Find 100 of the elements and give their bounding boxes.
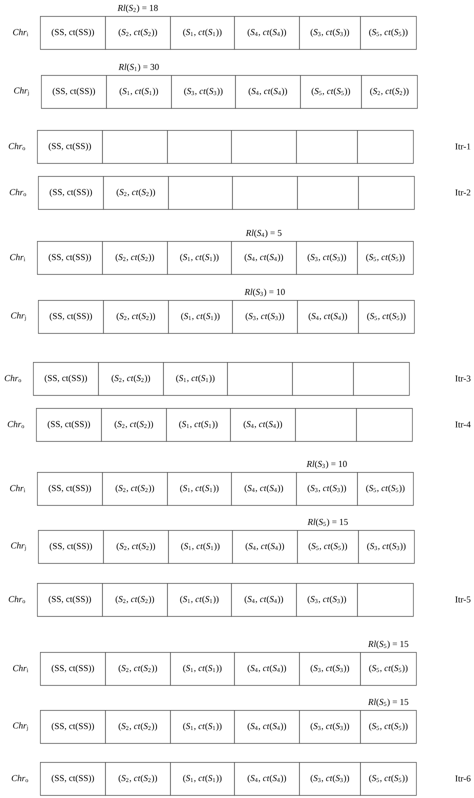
iteration-label: Itr-2 — [455, 189, 470, 196]
cell: (SS, ct(SS)) — [38, 176, 104, 210]
cell: (SS, ct(SS)) — [40, 652, 106, 686]
row-label: Chr$_{j}$ — [14, 87, 29, 96]
empty-cell — [232, 176, 298, 210]
cell: (SS, ct(SS)) — [37, 241, 103, 275]
iteration-label: Itr-3 — [455, 375, 470, 382]
cell: (S$_{2}$, ct(S$_{2}$)) — [102, 583, 168, 617]
row-label: Chr$_{o}$ — [8, 142, 26, 150]
cell: (S$_{3}$, ct(S$_{3}$)) — [296, 241, 358, 275]
cell: (S$_{5}$, ct(S$_{5}$)) — [360, 710, 417, 744]
cell: (S$_{4}$, ct(S$_{4}$)) — [234, 16, 300, 50]
cell: (S$_{1}$, ct(S$_{1}$)) — [167, 583, 232, 617]
cell: (S$_{1}$, ct(S$_{1}$)) — [167, 241, 232, 275]
cell: (S$_{4}$, ct(S$_{4}$)) — [297, 300, 359, 334]
row-label: Chr$_{j}$ — [11, 542, 26, 551]
row-label: Chr$_{o}$ — [12, 774, 28, 782]
cell: (S$_{2}$, ct(S$_{2}$)) — [102, 472, 168, 506]
empty-cell — [353, 362, 410, 396]
empty-cell — [295, 408, 357, 442]
row-label: Chr$_{j}$ — [13, 722, 28, 731]
cell: (S$_{5}$, ct(S$_{5}$)) — [360, 16, 417, 50]
row-label: Chr$_{o}$ — [10, 188, 26, 196]
cell: (S$_{2}$, ct(S$_{2}$)) — [103, 300, 169, 334]
empty-cell — [292, 362, 354, 396]
cell: (S$_{2}$, ct(S$_{2}$)) — [103, 530, 169, 564]
cell: (S$_{2}$, ct(S$_{2}$)) — [105, 16, 171, 50]
row-label: Chr$_{i}$ — [13, 28, 28, 36]
annotation: Rl(S$_{1}$) = 30 — [118, 64, 159, 72]
iteration-label: Itr-4 — [455, 421, 471, 428]
annotation: Rl(S$_{5}$) = 15 — [308, 518, 348, 527]
cell: (SS, ct(SS)) — [40, 710, 106, 744]
empty-cell — [358, 176, 415, 210]
cell: (S$_{5}$, ct(S$_{5}$)) — [358, 300, 415, 334]
row-label: Chr$_{o}$ — [4, 374, 22, 382]
annotation: Rl(S$_{3}$) = 10 — [244, 288, 285, 297]
cell: (S$_{1}$, ct(S$_{1}$)) — [170, 762, 235, 796]
cell: (S$_{3}$, ct(S$_{3}$)) — [171, 75, 236, 109]
cell: (S$_{3}$, ct(S$_{3}$)) — [299, 652, 361, 686]
empty-cell — [356, 408, 413, 442]
cell: (S$_{4}$, ct(S$_{4}$)) — [234, 710, 300, 744]
row-label: Chr$_{o}$ — [8, 596, 26, 604]
cell: (S$_{4}$, ct(S$_{4}$)) — [231, 583, 297, 617]
empty-cell — [297, 176, 359, 210]
cell: (S$_{2}$, ct(S$_{2}$)) — [102, 241, 168, 275]
annotation: Rl(S$_{5}$) = 15 — [368, 640, 408, 649]
cell: (S$_{2}$, ct(S$_{2}$)) — [101, 408, 167, 442]
cell: (S$_{5}$, ct(S$_{5}$)) — [360, 762, 417, 796]
row-label: Chr$_{i}$ — [13, 664, 28, 672]
cell: (SS, ct(SS)) — [37, 472, 103, 506]
cell: (S$_{5}$, ct(S$_{5}$)) — [297, 530, 359, 564]
annotation: Rl(S$_{4}$) = 5 — [246, 230, 282, 238]
empty-cell — [357, 130, 414, 164]
cell: (SS, ct(SS)) — [40, 16, 106, 50]
annotation: Rl(S$_{3}$) = 10 — [306, 460, 347, 469]
iteration-label: Itr-1 — [455, 143, 470, 150]
cell: (S$_{1}$, ct(S$_{1}$)) — [170, 710, 235, 744]
empty-cell — [231, 130, 297, 164]
cell: (SS, ct(SS)) — [37, 130, 103, 164]
cell: (S$_{1}$, ct(S$_{1}$)) — [163, 362, 228, 396]
iteration-label: Itr-6 — [455, 775, 471, 782]
cell: (S$_{3}$, ct(S$_{3}$)) — [299, 762, 361, 796]
cell: (S$_{4}$, ct(S$_{4}$)) — [230, 408, 296, 442]
cell: (S$_{2}$, ct(S$_{2}$)) — [105, 710, 171, 744]
cell: (S$_{4}$, ct(S$_{4}$)) — [235, 75, 301, 109]
cell: (S$_{5}$, ct(S$_{5}$)) — [300, 75, 362, 109]
cell: (S$_{3}$, ct(S$_{3}$)) — [232, 300, 298, 334]
cell: (SS, ct(SS)) — [36, 408, 102, 442]
cell: (S$_{1}$, ct(S$_{1}$)) — [166, 408, 231, 442]
cell: (S$_{2}$, ct(S$_{2}$)) — [105, 762, 171, 796]
cell: (SS, ct(SS)) — [38, 300, 104, 334]
cell: (S$_{2}$, ct(S$_{2}$)) — [98, 362, 164, 396]
cell: (S$_{1}$, ct(S$_{1}$)) — [170, 652, 235, 686]
empty-cell — [102, 130, 168, 164]
cell: (S$_{1}$, ct(S$_{1}$)) — [167, 472, 232, 506]
empty-cell — [296, 130, 358, 164]
cell: (S$_{3}$, ct(S$_{3}$)) — [299, 710, 361, 744]
iteration-label: Itr-5 — [455, 596, 470, 602]
annotation: Rl(S$_{2}$) = 18 — [118, 4, 158, 13]
cell: (S$_{4}$, ct(S$_{4}$)) — [234, 652, 300, 686]
cell: (S$_{1}$, ct(S$_{1}$)) — [168, 300, 233, 334]
cell: (S$_{4}$, ct(S$_{4}$)) — [234, 762, 300, 796]
cell: (S$_{3}$, ct(S$_{3}$)) — [296, 472, 358, 506]
empty-cell — [167, 130, 232, 164]
cell: (S$_{1}$, ct(S$_{1}$)) — [106, 75, 172, 109]
row-label: Chr$_{j}$ — [11, 312, 26, 321]
cell: (SS, ct(SS)) — [37, 583, 103, 617]
row-label: Chr$_{i}$ — [10, 254, 26, 262]
cell: (SS, ct(SS)) — [33, 362, 99, 396]
cell: (S$_{2}$, ct(S$_{2}$)) — [105, 652, 171, 686]
cell: (S$_{4}$, ct(S$_{4}$)) — [232, 530, 298, 564]
cell: (S$_{2}$, ct(S$_{2}$)) — [103, 176, 169, 210]
cell: (S$_{3}$, ct(S$_{3}$)) — [358, 530, 415, 564]
cell: (S$_{1}$, ct(S$_{1}$)) — [168, 530, 233, 564]
annotation: Rl(S$_{5}$) = 15 — [368, 698, 408, 707]
cell: (S$_{4}$, ct(S$_{4}$)) — [231, 472, 297, 506]
cell: (S$_{3}$, ct(S$_{3}$)) — [296, 583, 358, 617]
row-label: Chr$_{i}$ — [10, 484, 26, 492]
empty-cell — [168, 176, 233, 210]
cell: (SS, ct(SS)) — [40, 762, 106, 796]
